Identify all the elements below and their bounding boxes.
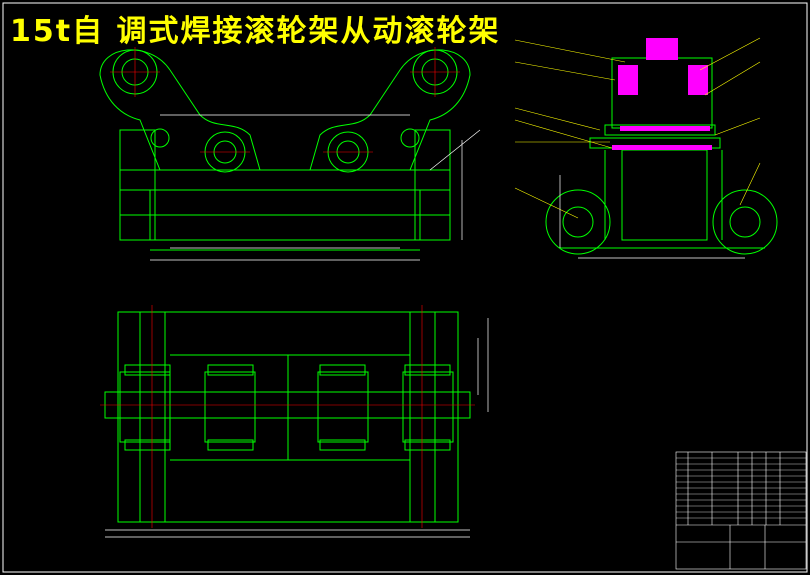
front-view-dimensions: [150, 114, 481, 261]
top-right-roller-a: [317, 371, 369, 443]
side-view-dimensions: [559, 175, 745, 259]
top-plate: [604, 124, 716, 136]
right-pivot: [400, 128, 420, 148]
right-leg: [414, 129, 451, 241]
column: [621, 149, 708, 241]
top-right-rail: [409, 311, 436, 523]
left-leg: [119, 129, 156, 241]
left-pivot: [150, 128, 170, 148]
side-view: [545, 57, 778, 255]
top-view-centerlines: [100, 305, 475, 528]
side-view-accents: [612, 38, 712, 150]
left-wheel-hub: [562, 206, 594, 238]
left-wheel: [545, 189, 611, 255]
base-beam-upper: [119, 169, 451, 191]
drawing-title: 15t自 调式焊接滚轮架从动滚轮架: [10, 14, 501, 49]
top-view-dimensions: [105, 318, 489, 538]
top-left-roller-a: [119, 371, 171, 443]
top-right-roller-b: [402, 371, 454, 443]
front-view: [99, 49, 471, 251]
top-view: [104, 311, 471, 523]
side-view-leaders: [514, 37, 761, 219]
top-frame-outline: [117, 311, 459, 523]
title-block: [675, 451, 807, 570]
right-wheel: [712, 189, 778, 255]
front-view-centerlines: [110, 47, 460, 153]
right-swing-arm: [309, 49, 471, 171]
top-left-roller-b: [204, 371, 256, 443]
right-wheel-hub: [729, 206, 761, 238]
top-left-rail: [139, 311, 166, 523]
title-block-rows: [676, 457, 806, 519]
left-swing-arm: [99, 49, 261, 171]
